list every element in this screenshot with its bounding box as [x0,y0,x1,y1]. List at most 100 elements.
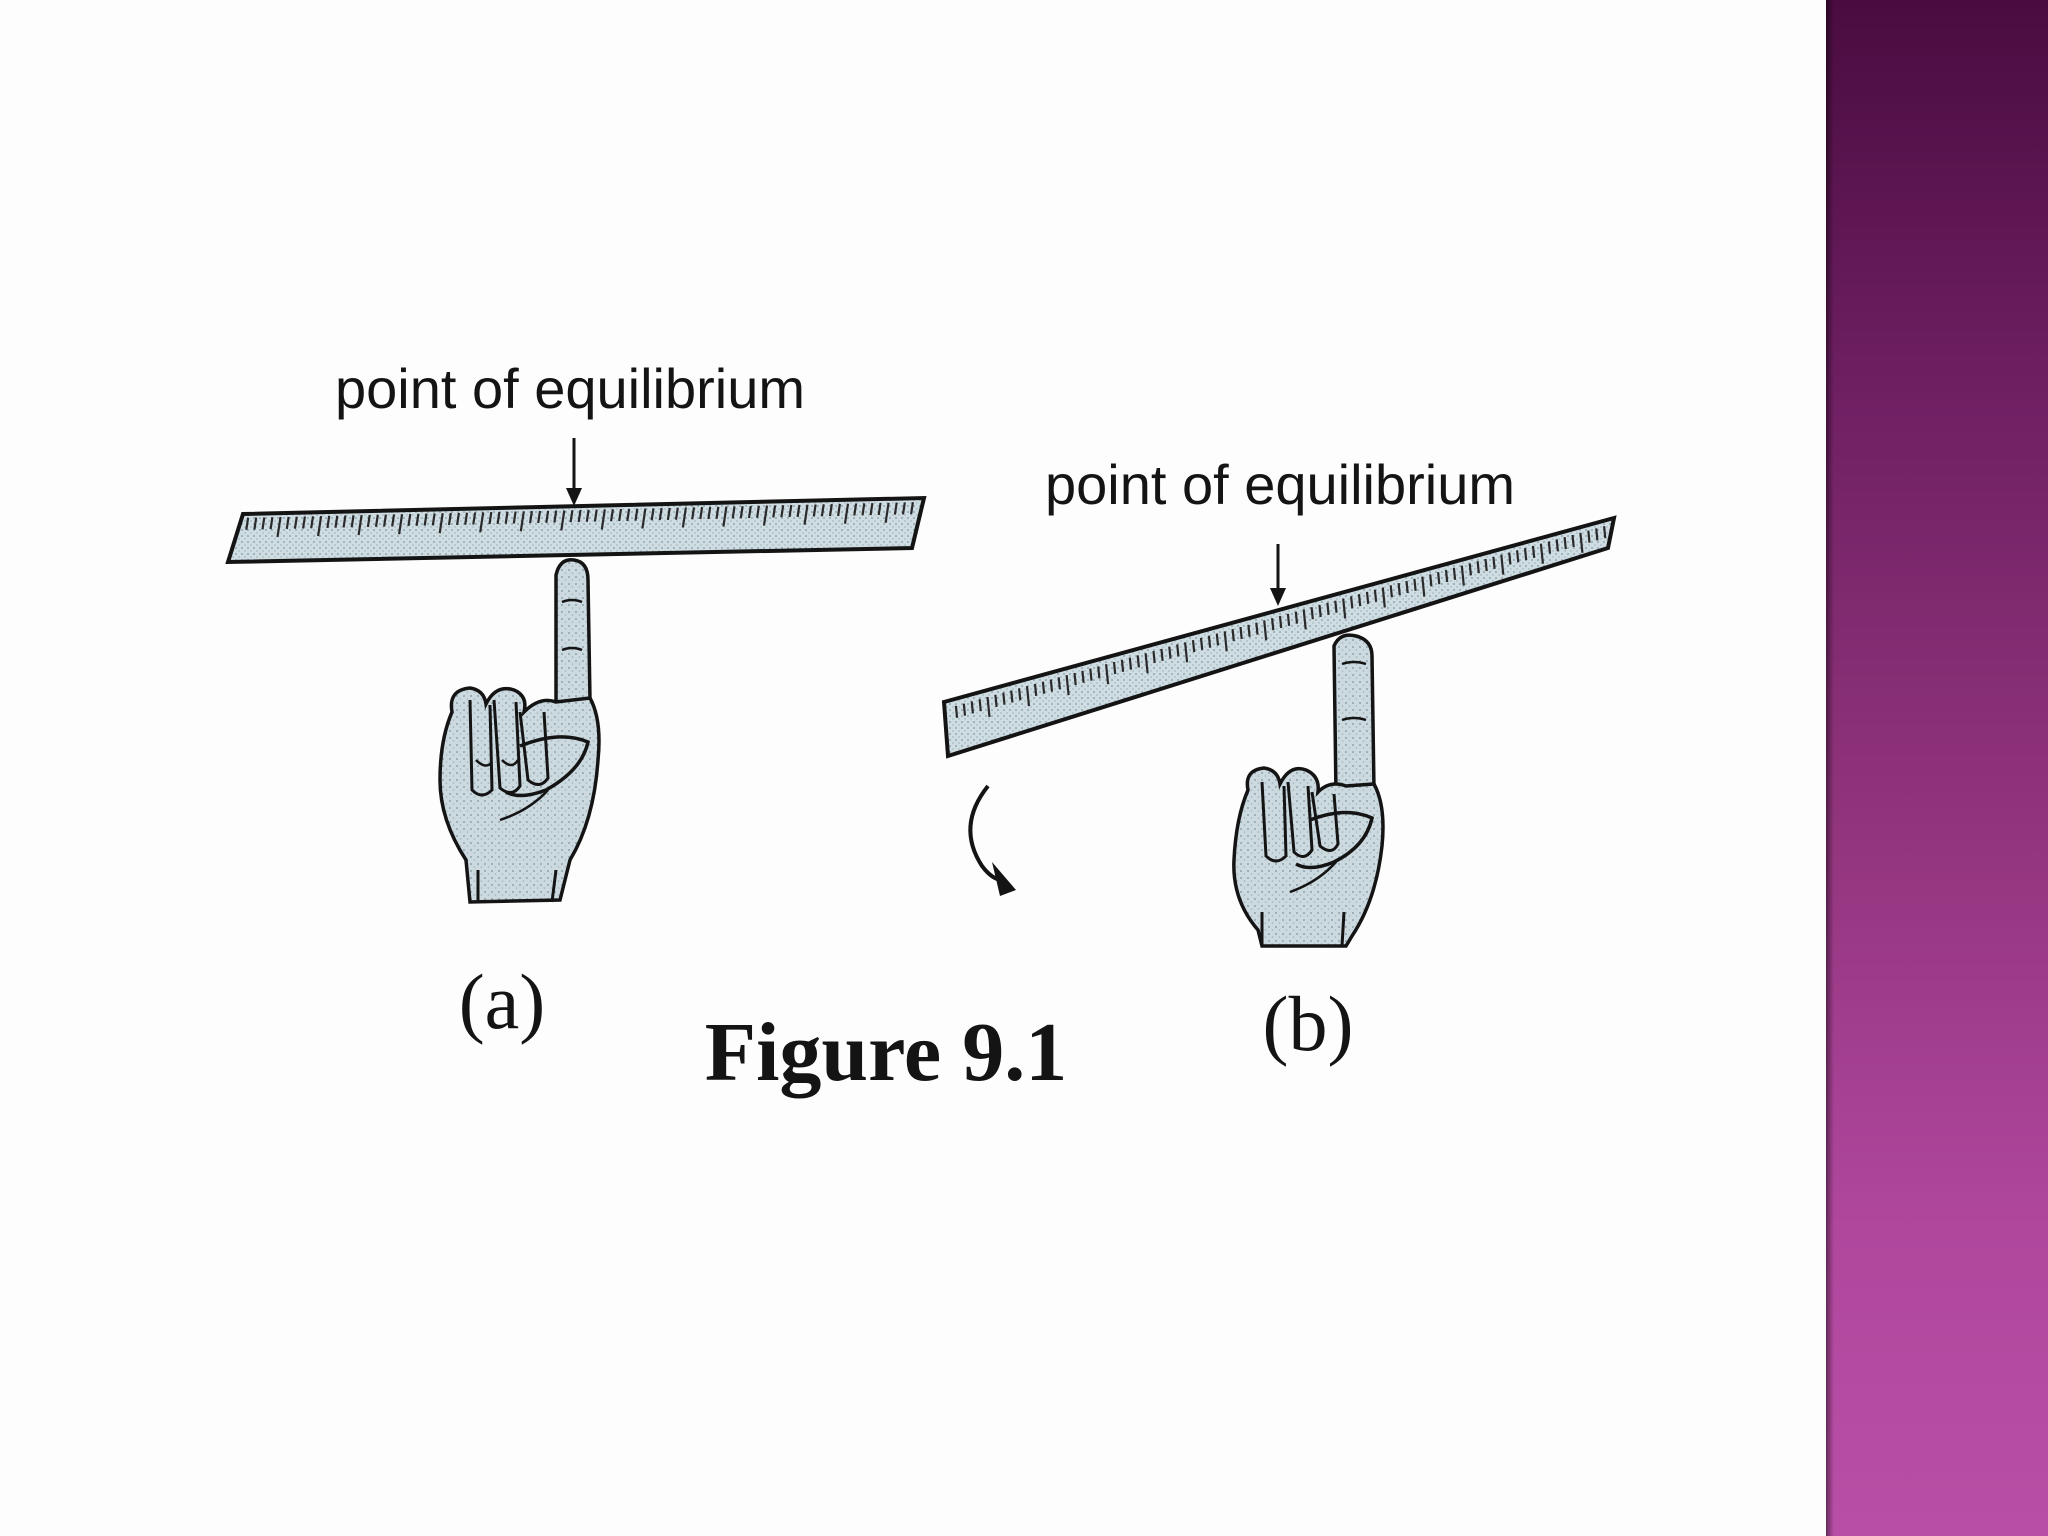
ruler-tick [681,507,687,528]
ruler-tick [1073,672,1077,686]
ruler-tick [1168,646,1172,659]
ruler-tick [276,516,282,538]
ruler-tick [357,514,363,536]
ruler-tick [407,513,412,527]
ruler-tick [756,505,760,518]
ruler-tick [910,502,914,515]
ruler-tick [1452,567,1457,580]
ruler-tick [1437,572,1441,585]
ruler-tick [762,505,769,526]
ruler-tick [342,515,347,528]
ruler-tick [1492,556,1496,570]
ruler-tick [293,516,298,529]
ruler-tick [1429,574,1433,587]
ruler-tick [415,513,420,526]
ruler-tick [1563,536,1567,550]
ruler-tick [464,512,469,525]
ruler-tick [994,694,998,708]
ruler-tick [269,517,274,530]
ruler-tick [488,511,493,525]
ruler-tick [529,510,533,524]
ruler-tick [1555,539,1559,552]
ruler-tick [780,505,785,518]
ruler-tick [1405,580,1409,594]
ruler-tick [285,516,290,530]
ruler-tick [423,513,428,526]
ruler-tick [1389,585,1393,598]
ruler-tick [970,701,974,714]
ruler-tick [843,503,850,524]
ruler-tick [1500,554,1505,575]
ruler-tick [1397,582,1401,596]
ruler-tick [310,516,315,529]
ruler-tick [715,506,720,519]
ruler-tick [722,506,728,527]
ruler-tick [261,517,266,530]
ruler-tick [610,509,614,522]
ruler-tick [472,512,477,525]
ruler-tick [1191,639,1196,653]
ruler-tick [253,517,258,530]
ruler-tick [1531,545,1536,559]
ruler-tick [1326,602,1330,616]
ruler-level [225,495,927,565]
hand-icon [438,558,601,904]
ruler-tick [1136,655,1140,668]
ruler-tick [869,502,874,516]
ruler-tick [901,502,906,515]
ruler-tick [1207,635,1212,648]
ruler-tick [893,502,898,515]
ruler-tick [1176,644,1180,657]
figure-title: Figure 9.1 [705,1006,1067,1099]
ruler-tick [1199,637,1204,651]
ruler-tick [618,508,623,522]
ruler-tick [1152,650,1156,664]
ruler-tick [828,503,833,517]
ruler-tick [772,505,777,518]
ruler-tick [707,506,712,520]
ruler-tick [1444,569,1449,583]
ruler-tick [731,506,736,519]
ruler-tick [1112,661,1117,675]
ruler-tick [1603,526,1607,539]
ruler-tick [962,703,967,716]
ruler-tick [1089,668,1093,681]
ruler-tick [1160,648,1164,662]
ruler-tick [519,511,525,532]
ruler-tick [1128,657,1133,670]
ruler-tick [820,504,825,517]
slide-canvas [0,0,1826,1536]
ruler-tick [1571,534,1575,548]
ruler-tick [884,502,890,523]
ruler-tick [1381,587,1386,608]
panel-a: point of equilibrium [225,357,927,1045]
ruler-tick [504,511,509,524]
ruler-tick [626,508,631,522]
ruler-tick [803,504,809,525]
panel-b-caption: (b) [1263,980,1354,1067]
ruler-tick [1476,561,1480,574]
ruler-tick [747,505,752,519]
ruler-tick [1247,624,1251,637]
ruler-tick [366,514,371,528]
ruler-tick [1421,576,1426,597]
ruler-tick [674,507,679,520]
ruler-tick [1460,565,1465,586]
ruler-tick [496,511,501,525]
down-arrow-icon [1270,544,1286,606]
ruler-tick [302,516,306,529]
ruler-tick [812,504,817,517]
ruler-tick [1508,552,1512,565]
ruler-tick [1263,620,1268,641]
ruler-tick [1184,642,1189,663]
ruler-tick [1357,593,1362,607]
ruler-tick [1595,528,1599,541]
ruler-tick [1468,563,1472,576]
down-arrow-icon [566,438,582,506]
curved-arrow-icon [968,784,1016,896]
ruler-tick [853,503,858,516]
ruler-tilted [941,515,1617,759]
ruler-tick [699,506,704,520]
hand-icon [1232,633,1385,948]
ruler-tick [569,510,574,523]
